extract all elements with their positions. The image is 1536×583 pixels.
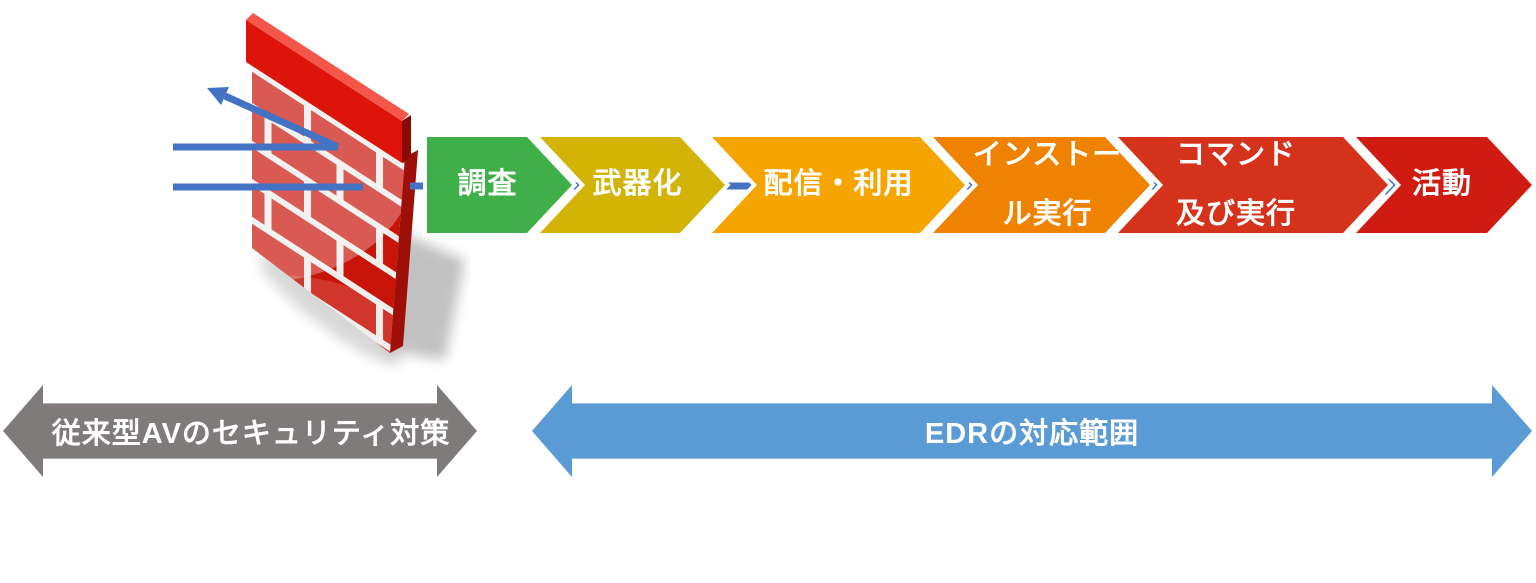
- edr-coverage-arrow: EDRの対応範囲: [532, 385, 1532, 477]
- av-coverage-arrow: 従来型AVのセキュリティ対策: [3, 385, 477, 477]
- firewall-cap: [246, 13, 411, 163]
- firewall-icon: [173, 13, 465, 365]
- stage-chevron-3: [702, 133, 971, 237]
- kill-chain-stages: [410, 133, 1536, 237]
- stage-label-3: 配信・利用: [763, 168, 914, 201]
- stage-chevron-4: [923, 133, 1156, 237]
- stage-chevron-1: [423, 133, 578, 237]
- stage-label-2: 武器化: [592, 168, 683, 201]
- stage-chevron-6: [1346, 133, 1536, 237]
- blocked-arrow-icon: [173, 87, 340, 151]
- stage-label-5: コマンド 及び実行: [1175, 138, 1296, 230]
- stage-chevron-2: [530, 133, 731, 237]
- stage-label-6: 活動: [1411, 168, 1472, 201]
- stage-label-4: インストー ル実行: [972, 138, 1123, 230]
- edr-coverage-label: EDRの対応範囲: [924, 418, 1140, 450]
- stage-label-1: 調査: [457, 168, 518, 201]
- stage-chevron-5: [1108, 133, 1394, 237]
- av-coverage-label: 従来型AVのセキュリティ対策: [51, 418, 451, 450]
